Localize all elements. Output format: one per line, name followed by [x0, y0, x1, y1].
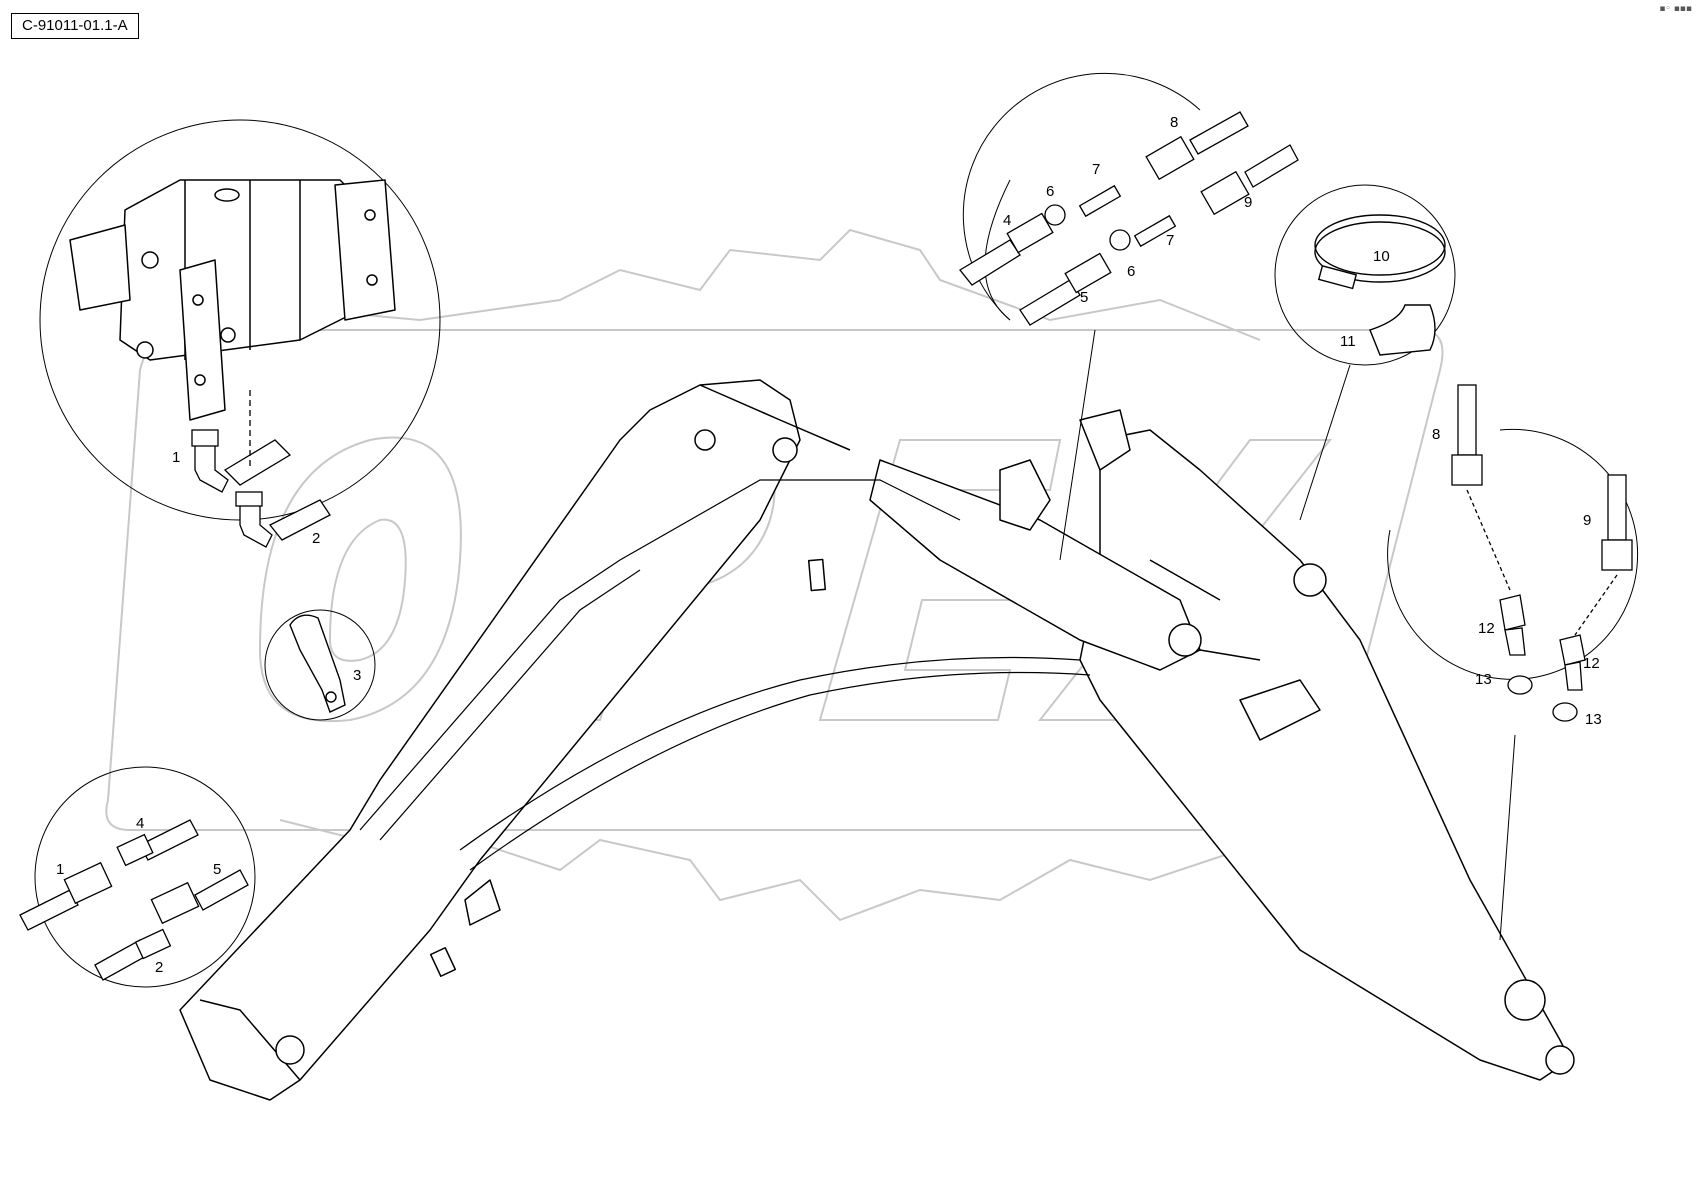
callout-fitting-6a: 6 [1046, 183, 1054, 200]
fittings-parts [959, 111, 1299, 326]
callout-connector-4: 4 [136, 815, 144, 832]
callout-adapter-8: 8 [1432, 426, 1440, 443]
callout-adapter-13b: 13 [1585, 711, 1602, 728]
callout-motor-1: 1 [172, 449, 180, 466]
callout-adapter-12b: 12 [1583, 655, 1600, 672]
elbow-fittings [191, 390, 331, 548]
callout-connector-2: 2 [155, 959, 163, 976]
callout-adapter-9: 9 [1583, 512, 1591, 529]
connector-detail-circle [34, 766, 256, 988]
corner-mark: ▪◦ ▪▪▪ [1659, 4, 1692, 14]
loader-arm-right [1079, 429, 1575, 1081]
callout-fitting-7a: 7 [1092, 161, 1100, 178]
connector-parts [19, 819, 249, 981]
callout-fitting-8: 8 [1170, 114, 1178, 131]
callout-labels: 1 2 3 4 5 6 6 7 7 8 9 10 11 8 9 12 12 13… [56, 114, 1602, 976]
callout-fitting-6b: 6 [1127, 263, 1135, 280]
callout-adapter-12a: 12 [1478, 620, 1495, 637]
adapter-detail-circle [1387, 428, 1639, 680]
p-clamp [289, 614, 346, 713]
cross-tube [869, 409, 1221, 671]
leader-lines [1059, 329, 1516, 941]
clamp-detail-circle [264, 609, 376, 721]
callout-fitting-4: 4 [1003, 212, 1011, 229]
reference-code: C-91011-01.1-A [11, 13, 139, 39]
adapter-parts [1451, 384, 1633, 722]
gear-motor [69, 179, 396, 421]
hydraulic-lines [359, 479, 1091, 871]
callout-connector-1: 1 [56, 861, 64, 878]
callout-hose-clamp-11: 11 [1340, 333, 1356, 350]
callout-connector-5: 5 [213, 861, 221, 878]
hose-clamp-detail-circle [1274, 184, 1456, 366]
callout-adapter-13a: 13 [1475, 671, 1492, 688]
callout-fitting-7b: 7 [1166, 232, 1174, 249]
callout-motor-2: 2 [312, 530, 320, 547]
hose-clamp [1314, 214, 1446, 356]
callout-clamp-3: 3 [353, 667, 361, 684]
callout-fitting-5: 5 [1080, 289, 1088, 306]
callout-hose-clamp-10: 10 [1373, 248, 1390, 265]
loader-arm-left [179, 379, 851, 1101]
callout-fitting-9: 9 [1244, 194, 1252, 211]
